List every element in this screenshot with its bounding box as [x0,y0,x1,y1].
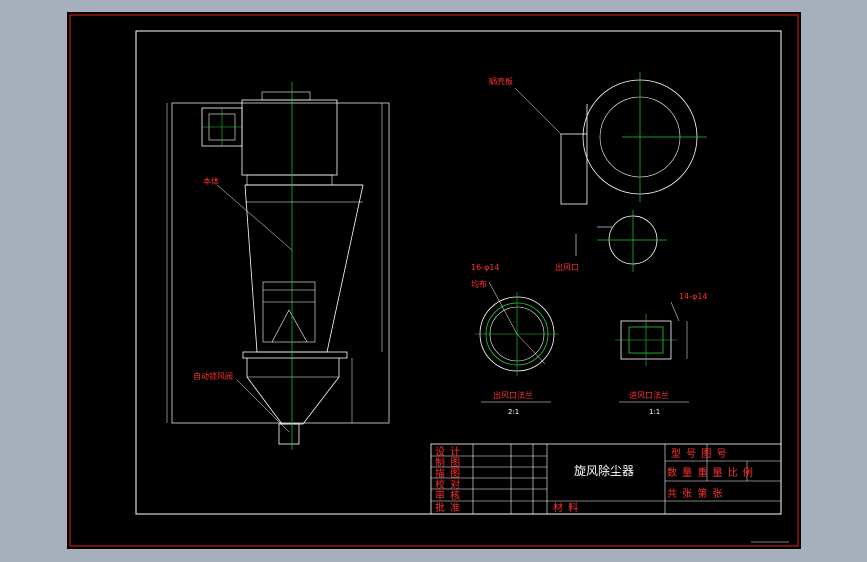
inner-frame [135,30,782,515]
cyclone-elevation [166,82,390,450]
label-inlet-flange: 进风口法兰 [629,390,669,400]
tb-role-design: 设 计 [435,445,461,458]
label-bolt-holes-outlet: 16-φ14 [471,263,500,272]
tb-role-approve: 批 准 [435,501,461,514]
tb-role-trace: 描 图 [435,467,461,480]
tb-row-3: 共 张 第 张 [667,487,724,500]
volute-top-view [514,72,707,272]
label-bolt-holes-inlet: 14-φ14 [679,292,708,301]
outer-frame [69,14,799,547]
drawing-canvas: 本体 自动锁风阀 蜗壳板 出风口 16-φ14 均布 出风口法兰 2:1 [67,12,801,549]
title-block [430,443,782,515]
label-uniform: 均布 [471,279,487,289]
tb-header-row: 型 号 图 号 [671,447,728,460]
label-outlet: 出风口 [555,262,579,272]
tb-role-check: 校 对 [435,478,461,491]
label-valve: 自动锁风阀 [193,371,233,381]
tb-role-draw: 制 图 [435,456,461,469]
inlet-flange-view [615,301,688,366]
tb-material-label: 材 料 [553,501,579,514]
tb-role-review: 审 核 [435,489,461,502]
cad-drawing: 本体 自动锁风阀 蜗壳板 出风口 16-φ14 均布 出风口法兰 2:1 [69,14,799,547]
label-outlet-flange: 出风口法兰 [493,390,533,400]
label-inlet-scale: 1:1 [649,408,660,416]
label-outlet-scale: 2:1 [508,408,519,416]
outlet-flange-view [475,281,559,376]
drawing-title: 旋风除尘器 [574,463,634,478]
label-body: 本体 [203,176,219,186]
label-volute-plate: 蜗壳板 [489,76,513,86]
tb-row-2: 数 量 重 量 比 例 [667,466,754,479]
